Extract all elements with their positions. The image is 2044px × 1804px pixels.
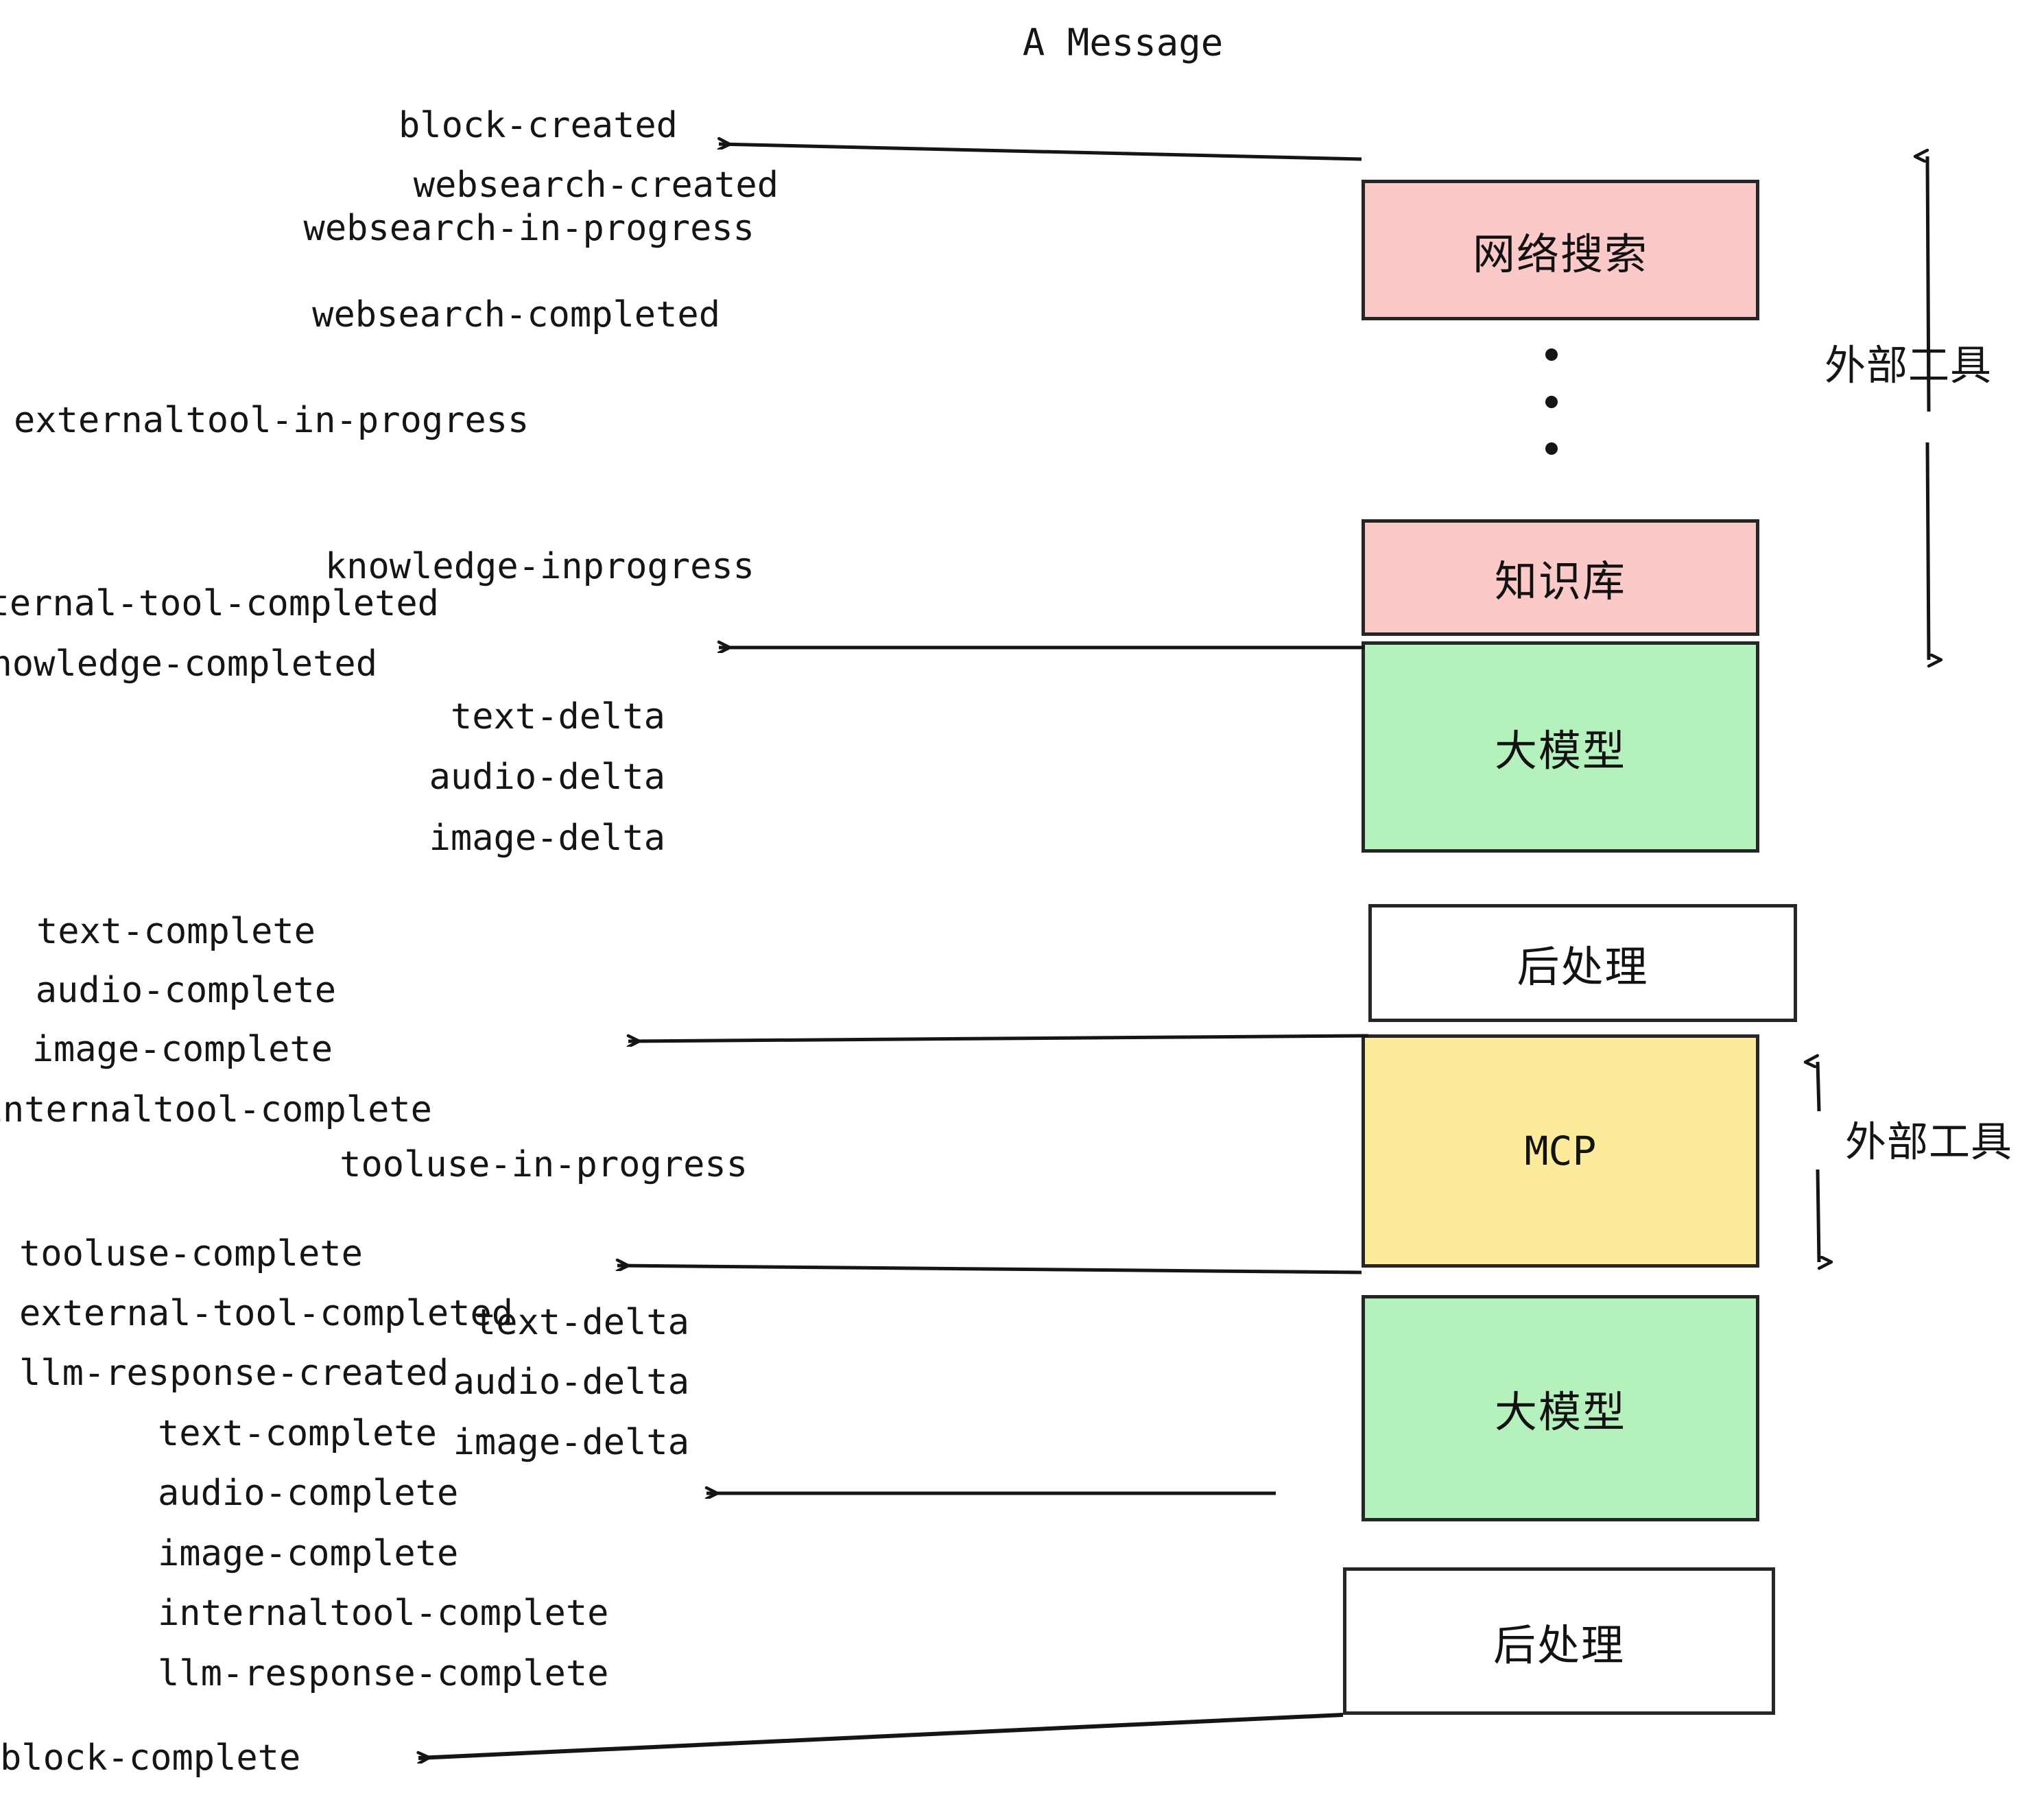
node-postprocess-first[interactable]: 后处理 — [1368, 904, 1797, 1022]
event-internaltool-complete-1: internaltool-complete — [0, 1089, 432, 1130]
node-knowledge-base-label: 知识库 — [1494, 556, 1626, 606]
event-image-complete-2: image-complete — [158, 1533, 459, 1574]
event-llm-response-created: llm-response-created — [19, 1353, 449, 1394]
event-image-complete-1: image-complete — [32, 1029, 333, 1070]
node-knowledge-base[interactable]: 知识库 — [1362, 519, 1759, 636]
event-audio-delta-2: audio-delta — [453, 1362, 689, 1403]
event-block-complete: block-complete — [0, 1737, 301, 1779]
event-audio-complete-1: audio-complete — [35, 970, 336, 1011]
node-websearch[interactable]: 网络搜索 — [1362, 180, 1759, 320]
event-websearch-created: websearch-created — [413, 165, 779, 206]
vertical-ellipsis-icon — [1545, 348, 1558, 455]
event-tooluse-in-progress: tooluse-in-progress — [340, 1144, 748, 1185]
event-text-complete-2: text-complete — [158, 1413, 437, 1454]
node-postprocess-first-label: 后处理 — [1517, 942, 1649, 992]
arrow-postprocess-to-image-complete — [628, 1034, 1369, 1041]
event-audio-delta-1: audio-delta — [429, 757, 665, 798]
node-postprocess-second[interactable]: 后处理 — [1343, 1567, 1775, 1715]
diagram-title: A Message — [1022, 21, 1224, 64]
side-label-external-tools-top: 外部工具 — [1825, 342, 1992, 390]
event-websearch-completed: websearch-completed — [312, 294, 720, 335]
event-text-complete-1: text-complete — [36, 911, 316, 952]
node-postprocess-second-label: 后处理 — [1493, 1619, 1625, 1670]
event-knowledge-inprogress: knowledge-inprogress — [324, 546, 754, 587]
event-block-created: block-created — [399, 105, 678, 146]
event-externaltool-in-progress: externaltool-in-progress — [14, 400, 530, 441]
event-text-delta-2: text-delta — [474, 1302, 689, 1343]
node-mcp[interactable]: MCP — [1362, 1034, 1759, 1268]
node-llm-second-label: 大模型 — [1494, 1387, 1626, 1437]
arrow-external-tools-bottom-up — [1818, 1062, 1821, 1112]
event-internaltool-complete-2: internaltool-complete — [158, 1593, 609, 1634]
event-external-tool-completed-2: external-tool-completed — [19, 1293, 514, 1334]
node-llm-first[interactable]: 大模型 — [1362, 641, 1759, 853]
event-audio-complete-2: audio-complete — [158, 1473, 459, 1514]
event-text-delta-1: text-delta — [450, 696, 665, 737]
arrow-external-tools-top-down — [1925, 442, 1929, 660]
node-llm-first-label: 大模型 — [1494, 726, 1626, 776]
side-label-external-tools-bottom: 外部工具 — [1845, 1118, 2012, 1167]
event-knowledge-completed: knowledge-completed — [0, 643, 377, 685]
arrow-external-tools-bottom-down — [1816, 1169, 1819, 1262]
event-image-delta-1: image-delta — [429, 818, 665, 859]
event-image-delta-2: image-delta — [453, 1422, 689, 1463]
arrow-websearch-to-created — [719, 144, 1362, 161]
event-websearch-in-progress: websearch-in-progress — [303, 208, 754, 249]
node-mcp-label: MCP — [1524, 1128, 1597, 1174]
arrow-mcp-to-tooluse-complete — [617, 1266, 1362, 1274]
event-tooluse-complete: tooluse-complete — [19, 1233, 363, 1274]
event-llm-response-complete: llm-response-complete — [158, 1653, 609, 1694]
arrow-postprocess-to-block-complete — [418, 1713, 1344, 1758]
node-websearch-label: 网络搜索 — [1472, 228, 1648, 279]
node-llm-second[interactable]: 大模型 — [1362, 1295, 1759, 1521]
event-external-tool-completed-1: external-tool-completed — [0, 583, 439, 624]
